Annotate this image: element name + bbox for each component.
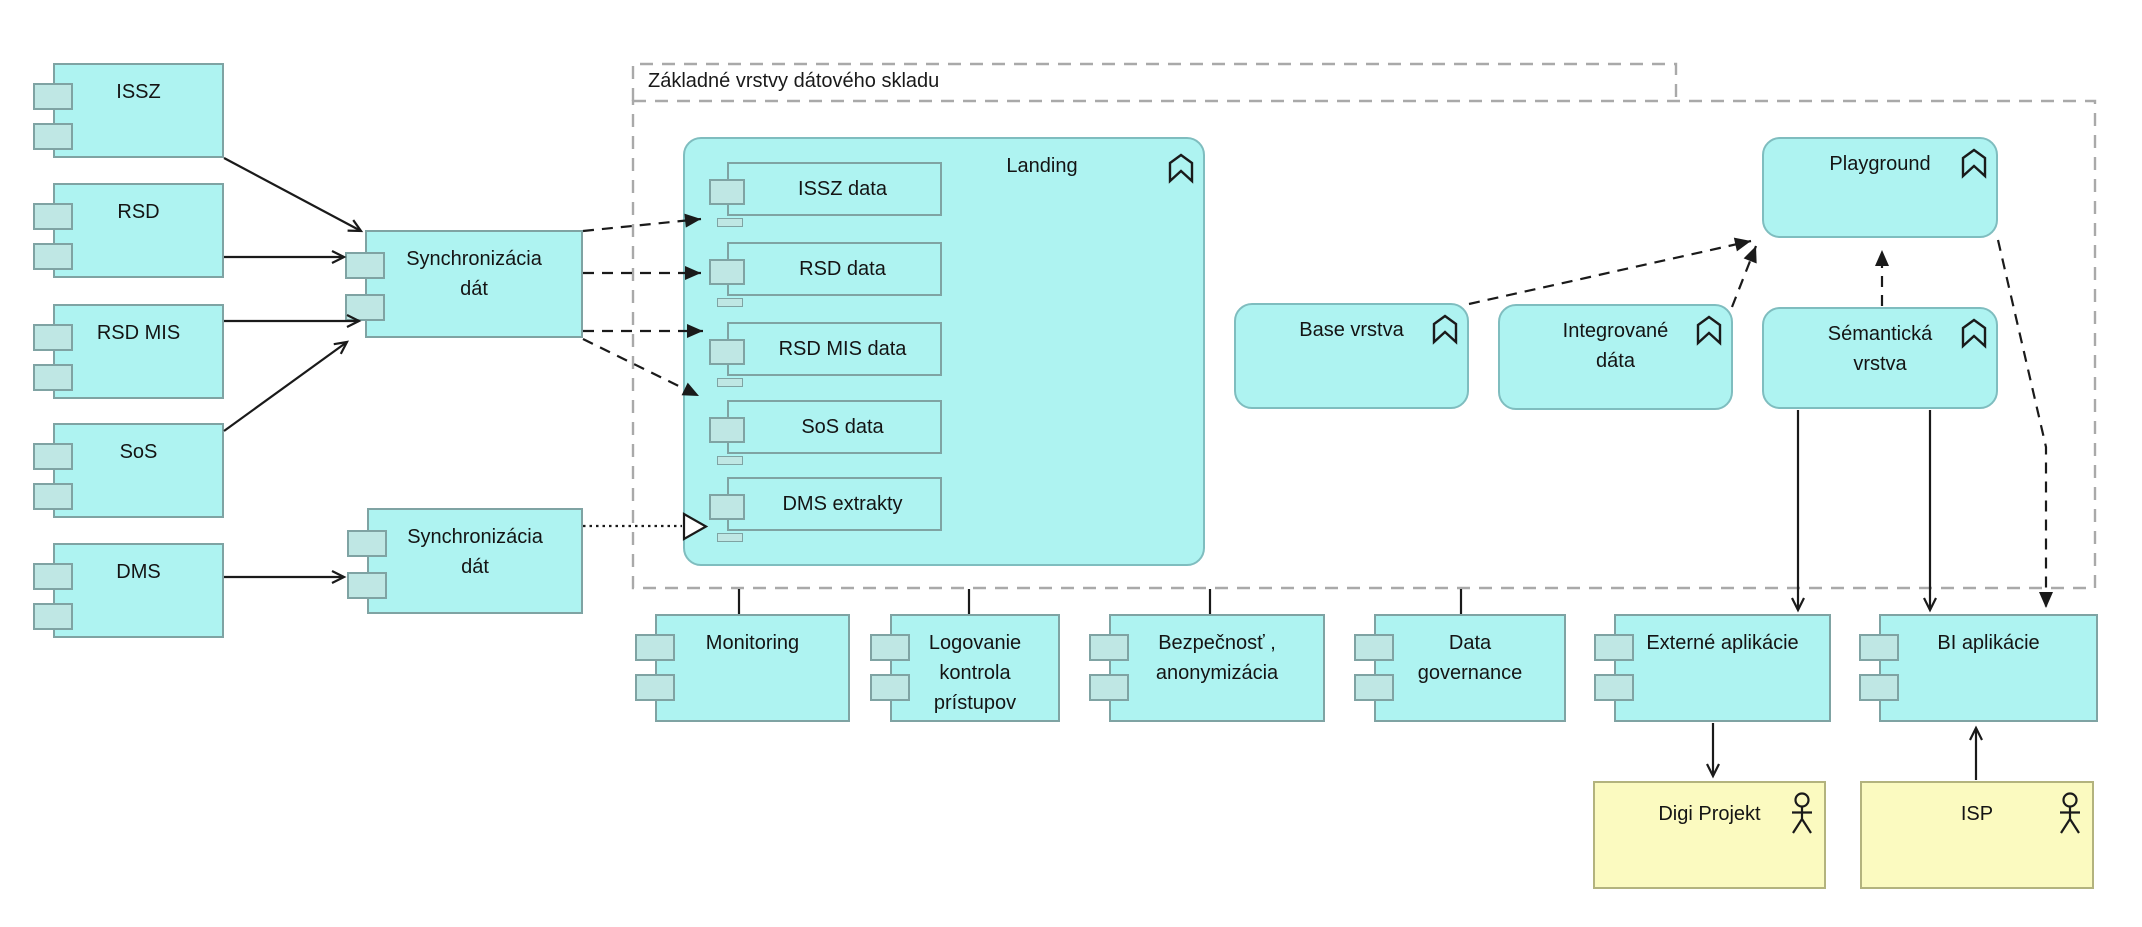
- layer-label: Landing: [1006, 155, 1078, 177]
- component-label: SoS: [119, 441, 158, 463]
- arrow-sos-to-sync1: [223, 340, 349, 432]
- arrow-playground-to-bi: [1996, 239, 2053, 608]
- actor-label: ISP: [1960, 803, 1994, 825]
- component-port: [33, 483, 73, 510]
- component-sos[interactable]: SoS: [33, 423, 224, 518]
- component-bezpecnost[interactable]: Bezpečnosť , anonymizácia: [1089, 614, 1325, 722]
- component-label: DMS: [116, 561, 161, 583]
- component-label: Externé aplikácie: [1646, 632, 1799, 654]
- component-rsd-mis-data[interactable]: RSD MIS data: [709, 322, 942, 387]
- arrow-issz-to-sync1: [223, 157, 364, 233]
- component-rsd-mis[interactable]: RSD MIS: [33, 304, 224, 399]
- component-port: [635, 674, 675, 701]
- component-label: BI aplikácie: [1937, 632, 2040, 654]
- component-port: [33, 603, 73, 630]
- component-port: [33, 123, 73, 150]
- component-issz[interactable]: ISSZ: [33, 63, 224, 158]
- component-data-governance[interactable]: Data governance: [1354, 614, 1566, 722]
- layer-chevron-icon: [1960, 147, 1988, 184]
- component-sos-data[interactable]: SoS data: [709, 400, 942, 465]
- arrow-sync1-to-sos-data: [582, 338, 700, 397]
- component-dms[interactable]: DMS: [33, 543, 224, 638]
- component-port: [33, 324, 73, 351]
- component-port: [717, 378, 743, 387]
- component-monitoring[interactable]: Monitoring: [635, 614, 850, 722]
- component-port: [33, 203, 73, 230]
- component-port: [347, 572, 387, 599]
- component-port: [1594, 634, 1634, 661]
- arrow-base-to-playground: [1468, 237, 1752, 306]
- component-label: Data governance: [1417, 632, 1523, 684]
- actor-icon: [2058, 792, 2082, 841]
- component-port: [717, 456, 743, 465]
- component-port: [33, 364, 73, 391]
- component-label: Synchronizácia dát: [406, 248, 542, 300]
- component-port: [717, 533, 743, 542]
- component-issz-data[interactable]: ISSZ data: [709, 162, 942, 227]
- component-label: RSD MIS data: [778, 338, 907, 360]
- layer-semanticka-vrstva[interactable]: Sémantická vrstva: [1762, 307, 1998, 409]
- component-port: [709, 259, 745, 285]
- component-port: [870, 634, 910, 661]
- actor-digi-projekt[interactable]: Digi Projekt: [1593, 781, 1826, 889]
- component-label: RSD MIS: [96, 322, 181, 344]
- actor-isp[interactable]: ISP: [1860, 781, 2094, 889]
- component-port: [33, 563, 73, 590]
- component-port: [347, 530, 387, 557]
- component-label: ISSZ data: [798, 178, 887, 200]
- component-label: SoS data: [801, 416, 884, 438]
- component-port: [1594, 674, 1634, 701]
- layer-chevron-icon: [1695, 314, 1723, 351]
- component-sync-dat-1[interactable]: Synchronizácia dát: [345, 230, 583, 338]
- actor-icon: [1790, 792, 1814, 841]
- component-port: [345, 252, 385, 279]
- component-logovanie[interactable]: Logovanie kontrola prístupov: [870, 614, 1060, 722]
- component-port: [709, 179, 745, 205]
- component-port: [1354, 674, 1394, 701]
- layer-chevron-icon: [1431, 313, 1459, 350]
- component-port: [1859, 674, 1899, 701]
- component-sync-dat-2[interactable]: Synchronizácia dát: [347, 508, 583, 614]
- component-port: [717, 298, 743, 307]
- component-dms-extrakty[interactable]: DMS extrakty: [709, 477, 942, 542]
- actor-label: Digi Projekt: [1658, 803, 1761, 825]
- component-label: ISSZ: [116, 81, 161, 103]
- layer-base-vrstva[interactable]: Base vrstva: [1234, 303, 1469, 409]
- component-bi-aplikacie[interactable]: BI aplikácie: [1859, 614, 2098, 722]
- component-port: [635, 634, 675, 661]
- component-port: [870, 674, 910, 701]
- component-port: [709, 339, 745, 365]
- component-port: [709, 494, 745, 520]
- component-label: RSD: [117, 201, 160, 223]
- component-label: DMS extrakty: [782, 493, 903, 515]
- layer-chevron-icon: [1167, 152, 1195, 189]
- component-port: [1354, 634, 1394, 661]
- component-externe-aplikacie[interactable]: Externé aplikácie: [1594, 614, 1831, 722]
- component-label: Monitoring: [705, 632, 800, 654]
- component-port: [709, 417, 745, 443]
- component-rsd-data[interactable]: RSD data: [709, 242, 942, 307]
- layer-chevron-icon: [1960, 317, 1988, 354]
- component-port: [33, 243, 73, 270]
- component-port: [1859, 634, 1899, 661]
- component-label: RSD data: [799, 258, 886, 280]
- component-port: [717, 218, 743, 227]
- arrow-integrovane-to-playground: [1730, 245, 1758, 308]
- component-port: [33, 443, 73, 470]
- component-port: [1089, 674, 1129, 701]
- layer-playground[interactable]: Playground: [1762, 137, 1998, 238]
- component-port: [1089, 634, 1129, 661]
- layer-landing[interactable]: Landing ISSZ data RSD data RSD MIS data …: [683, 137, 1205, 566]
- component-port: [33, 83, 73, 110]
- group-title: Základné vrstvy dátového skladu: [648, 70, 940, 92]
- layer-integrovane-data[interactable]: Integrované dáta: [1498, 304, 1733, 410]
- component-rsd[interactable]: RSD: [33, 183, 224, 278]
- component-label: Bezpečnosť , anonymizácia: [1155, 632, 1279, 684]
- component-label: Synchronizácia dát: [407, 526, 543, 578]
- component-label: Logovanie kontrola prístupov: [928, 632, 1022, 714]
